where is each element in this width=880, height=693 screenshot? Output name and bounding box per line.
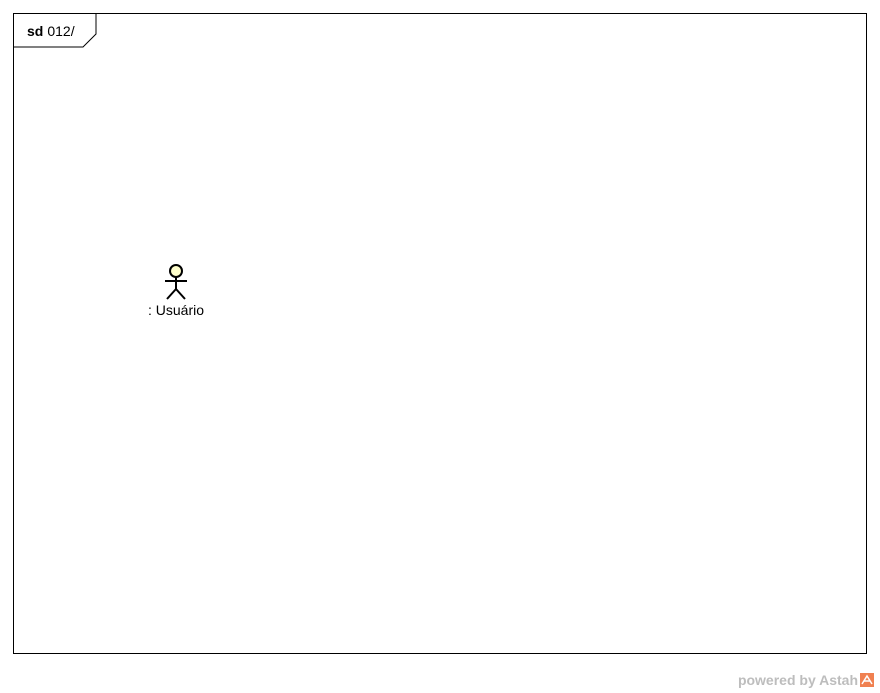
powered-by-footer: powered by Astah <box>738 672 874 688</box>
actor-label[interactable]: : Usuário <box>147 302 205 318</box>
frame-name: 012/ <box>47 23 75 39</box>
actor-right-leg <box>175 288 186 300</box>
actor-icon[interactable] <box>155 263 199 303</box>
actor-left-leg <box>166 288 177 300</box>
actor-head <box>169 264 183 278</box>
astah-logo-icon <box>860 673 874 687</box>
frame-tab-outline <box>14 14 97 48</box>
frame-keyword: sd <box>27 23 44 39</box>
powered-by-text: powered by Astah <box>737 672 858 688</box>
